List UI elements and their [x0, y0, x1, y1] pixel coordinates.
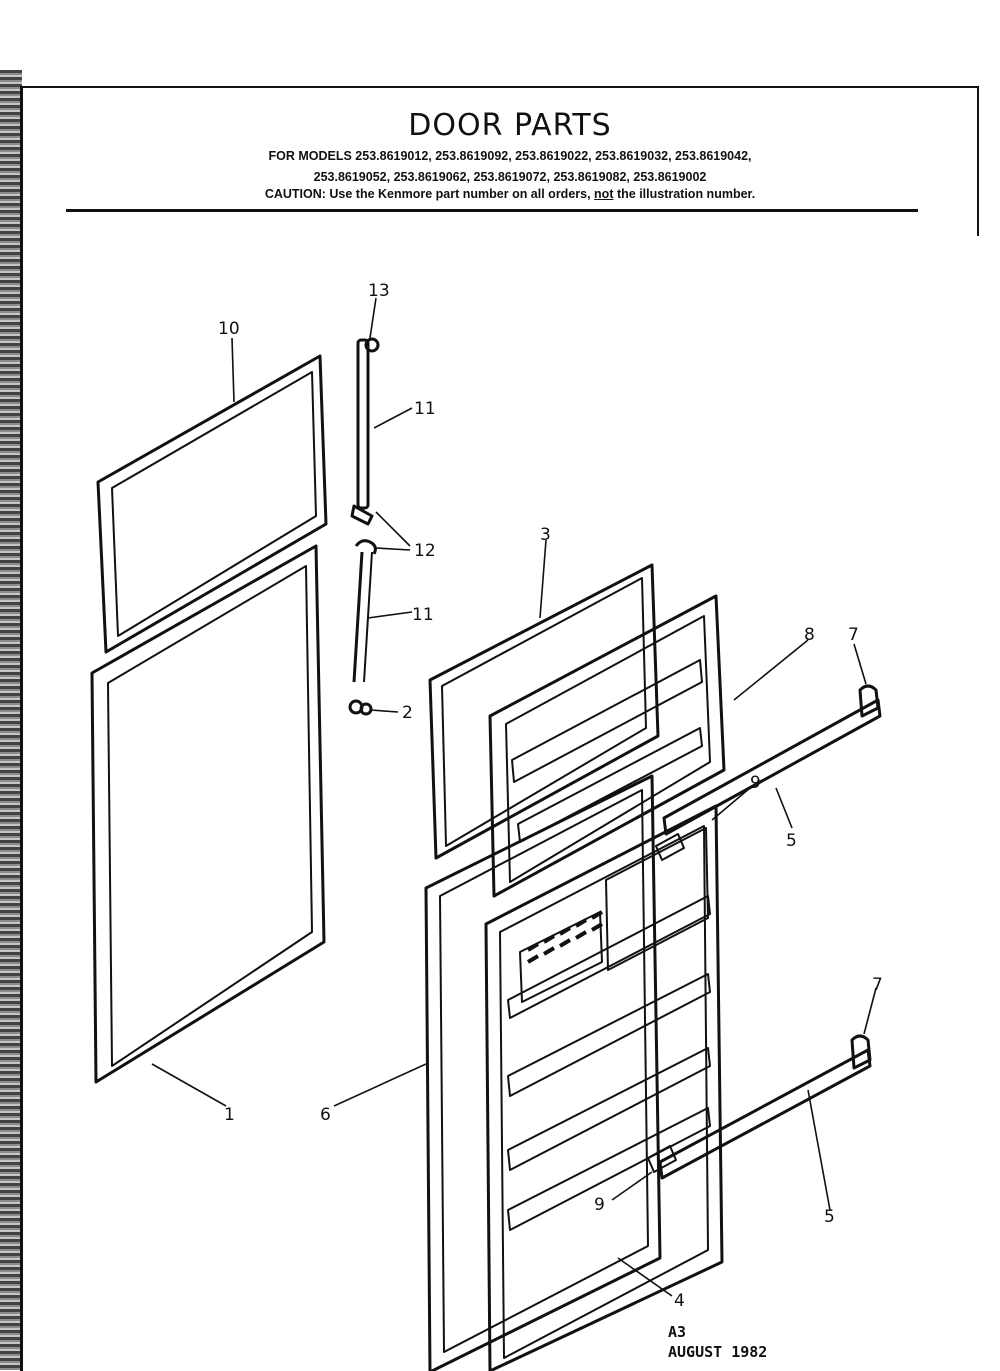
part-3-freezer-seal [428, 563, 660, 860]
frame-left-border [20, 86, 23, 1371]
callout-8: 8 [804, 625, 815, 645]
callout-6: 6 [320, 1105, 331, 1125]
models-line-1: FOR MODELS 253.8619012, 253.8619092, 253… [268, 149, 752, 163]
scan-edge-artifact [0, 70, 22, 1370]
callout-13: 13 [368, 281, 390, 301]
callout-5-upper: 5 [786, 831, 797, 851]
callout-9-upper: 9 [750, 773, 761, 793]
models-line-2: 253.8619052, 253.8619062, 253.8619072, 2… [313, 170, 707, 184]
part-10-freezer-gasket [96, 354, 328, 654]
part-4-fresh-food-liner [484, 804, 724, 1371]
callout-labels: 10 13 11 12 11 2 3 8 7 9 5 1 6 7 5 9 4 [218, 281, 883, 1311]
caution-suffix: the illustration number. [616, 187, 756, 201]
callout-3: 3 [540, 525, 551, 545]
callout-10: 10 [218, 319, 240, 339]
part-8-freezer-liner [488, 594, 726, 898]
callout-2: 2 [402, 703, 413, 723]
callout-1: 1 [224, 1105, 235, 1125]
part-6-fresh-food-seal [424, 774, 662, 1371]
caution-prefix: CAUTION: Use the Kenmore part number on … [264, 187, 591, 201]
callout-7-lower: 7 [872, 975, 883, 995]
caution-note: CAUTION: Use the Kenmore part number on … [70, 186, 950, 203]
hinge-assembly [348, 337, 380, 716]
callout-7-upper: 7 [848, 625, 859, 645]
header-rule [66, 209, 918, 212]
frame-top-border [22, 86, 979, 88]
callout-11-upper: 11 [414, 399, 436, 419]
callout-5-lower: 5 [824, 1207, 835, 1227]
frame-right-border [977, 86, 979, 236]
callout-12: 12 [414, 541, 436, 561]
page-footer: A3 AUGUST 1982 [668, 1322, 767, 1362]
callout-4: 4 [674, 1291, 685, 1311]
part-5-lower-shelf-rail [647, 1034, 872, 1180]
callout-9-lower: 9 [594, 1195, 605, 1215]
page-header: DOOR PARTS FOR MODELS 253.8619012, 253.8… [70, 108, 950, 203]
part-5-upper-shelf-rail [655, 684, 882, 861]
callout-11-lower: 11 [412, 605, 434, 625]
leader-lines [151, 297, 877, 1297]
part-1-fresh-food-gasket [90, 544, 326, 1084]
caution-not: not [594, 187, 614, 201]
page-code: A3 [668, 1323, 687, 1341]
page-date: AUGUST 1982 [668, 1343, 768, 1361]
page-title: DOOR PARTS [408, 108, 612, 143]
